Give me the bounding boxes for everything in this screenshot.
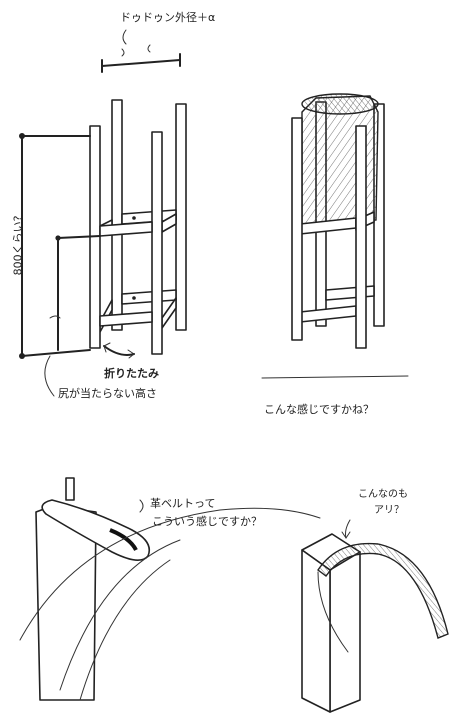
width-brace-ticks xyxy=(121,44,151,57)
belt-note-line2: こういう感じですか？ xyxy=(152,515,262,528)
height-bottom-dot xyxy=(19,353,25,359)
bracket-note-line2: アリ？ xyxy=(374,505,404,516)
rear-left-leg xyxy=(111,99,123,331)
drum-sketch-baseline xyxy=(261,375,409,379)
seat-height-dot xyxy=(55,235,61,241)
drum-stand-front-left-leg xyxy=(291,117,303,341)
rear-right-leg xyxy=(175,103,187,331)
width-dimension-line xyxy=(101,59,181,67)
top-width-note: ドゥドゥン外径＋α xyxy=(120,11,216,24)
stand-sketch-frame xyxy=(89,29,187,355)
seat-note-leader xyxy=(44,355,55,397)
seat-height-brace xyxy=(49,315,61,319)
pivot-dot-lower xyxy=(132,296,136,300)
belt-note-leader xyxy=(139,499,144,513)
leather-belt-loop xyxy=(41,499,151,561)
bracket-note-line1: こんなのも xyxy=(358,489,408,500)
bracket-sketch xyxy=(301,519,449,713)
pivot-dot-upper xyxy=(132,216,136,220)
drum-outline-arc-2 xyxy=(59,539,181,691)
lower-front-rail xyxy=(99,311,153,327)
belt-sketch xyxy=(19,477,321,701)
drum-stand-front-right-leg xyxy=(355,125,367,349)
lower-side-rail-right xyxy=(161,297,177,329)
drum-stand-note: こんな感じですかね？ xyxy=(264,403,374,416)
drum-stand-lower-front-rail xyxy=(299,305,357,323)
seat-height-note: 尻が当たらない高さ xyxy=(58,387,157,400)
belt-rivet xyxy=(65,477,75,501)
fold-note: 折りたたみ xyxy=(104,367,159,380)
lower-rear-rail xyxy=(121,289,177,305)
bracket-band xyxy=(317,542,449,639)
stand-with-drum xyxy=(291,93,385,349)
bracket-note-arrowhead xyxy=(341,531,351,539)
fold-arrow-heads xyxy=(103,342,135,359)
height-dimension xyxy=(19,133,101,397)
bracket-band-curve xyxy=(317,571,349,653)
height-top-dot xyxy=(19,133,25,139)
height-bottom-extension xyxy=(21,349,91,357)
front-right-leg xyxy=(151,131,163,355)
drum-outline-arc-3 xyxy=(79,559,171,701)
drum-outline-arc-1 xyxy=(19,507,321,641)
belt-shadow xyxy=(109,528,138,551)
bracket-post-front xyxy=(301,549,331,713)
bracket-note-leader xyxy=(345,519,351,539)
height-note: 800くらい? xyxy=(11,215,25,276)
fold-arrow-curve xyxy=(103,345,135,356)
upper-front-rail xyxy=(99,221,153,237)
width-leader xyxy=(122,29,127,45)
belt-note-line1: 革ベルトって xyxy=(150,497,216,510)
seat-height-extension xyxy=(57,235,101,239)
drum-top xyxy=(301,93,379,115)
